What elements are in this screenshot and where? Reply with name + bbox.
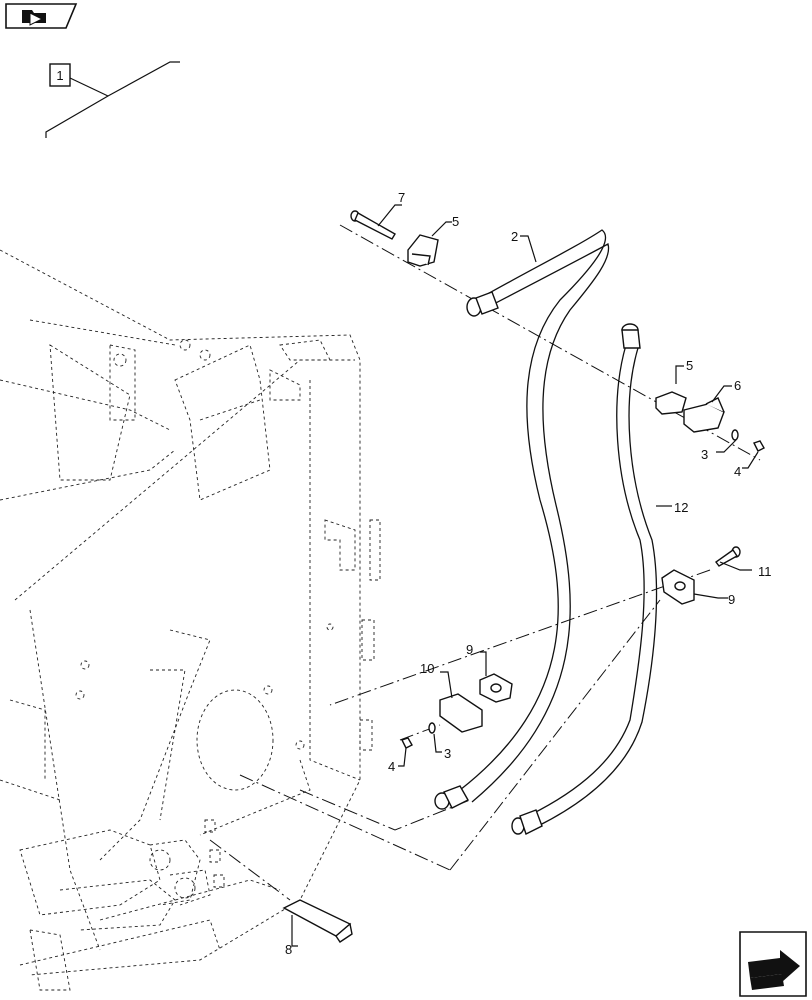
hydraulic-fittings: [19, 819, 281, 991]
callout-5-upper: 5: [452, 214, 459, 229]
clamp-part-9-right: [661, 569, 695, 605]
nut-part-4-lower: [401, 737, 413, 749]
callout-6: 6: [734, 378, 741, 393]
bolt-part-11: [715, 546, 741, 567]
callout-3-right: 3: [701, 447, 708, 462]
callout-4-lower: 4: [388, 759, 395, 774]
callout-12: 12: [674, 500, 688, 515]
pipe-part-12: [511, 323, 658, 835]
clamp-part-9-lower: [479, 673, 513, 703]
hose-part-2: [434, 229, 610, 810]
callout-labels: 7 5 2 5 6 3 4 12 11 9 9 10 3 4 8: [285, 190, 772, 957]
callout-5-right: 5: [686, 358, 693, 373]
callout-7: 7: [398, 190, 405, 205]
clamp-part-5-right: [655, 391, 687, 415]
nut-part-4-right: [753, 440, 765, 452]
assembly-label-text: 1: [56, 68, 63, 83]
bracket-part-6: [683, 397, 725, 433]
callout-11: 11: [758, 564, 772, 579]
callout-8: 8: [285, 942, 292, 957]
sleeve-part-8: [282, 899, 353, 943]
assembly-label: 1: [45, 61, 180, 138]
callout-9-lower: 9: [466, 642, 473, 657]
callout-10: 10: [420, 661, 434, 676]
bracket-part-10: [439, 693, 483, 733]
assembly-centerlines: [209, 224, 761, 901]
callout-9-right: 9: [728, 592, 735, 607]
callout-2: 2: [511, 229, 518, 244]
washer-part-3-right: [731, 429, 739, 441]
bolt-part-7: [350, 210, 396, 240]
washer-part-3-lower: [428, 722, 436, 734]
next-page-arrow-icon[interactable]: [739, 931, 807, 997]
clamp-part-5-upper: [407, 234, 439, 267]
folder-arrow-icon[interactable]: [5, 3, 78, 29]
callout-3-lower: 3: [444, 746, 451, 761]
machine-frame: [0, 249, 381, 976]
callout-4-right: 4: [734, 464, 741, 479]
callout-leaders: [291, 204, 759, 947]
